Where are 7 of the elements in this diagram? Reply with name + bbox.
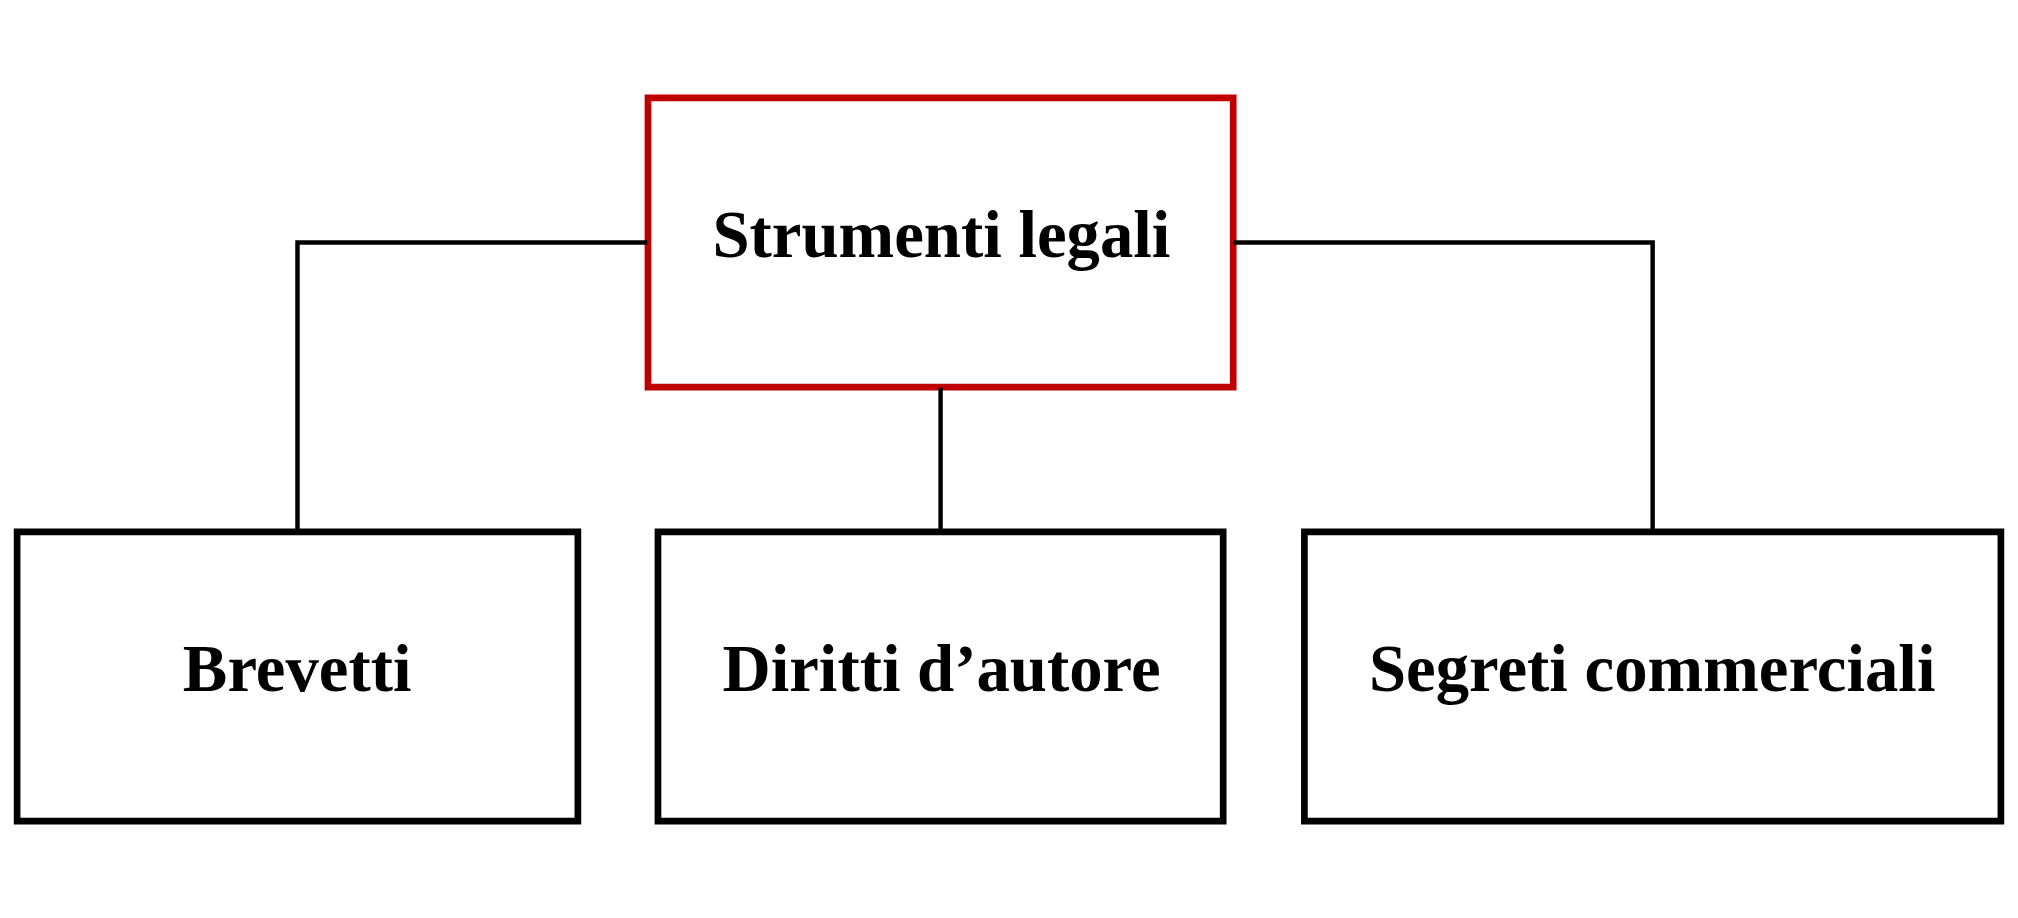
node-box: Diritti d’autore — [654, 528, 1227, 824]
connector — [938, 387, 943, 531]
node-box: Strumenti legali — [644, 94, 1237, 390]
node-box: Segreti commerciali — [1301, 528, 2005, 824]
node-box: Brevetti — [13, 528, 582, 824]
connector — [295, 239, 648, 531]
connector — [1233, 239, 1655, 531]
